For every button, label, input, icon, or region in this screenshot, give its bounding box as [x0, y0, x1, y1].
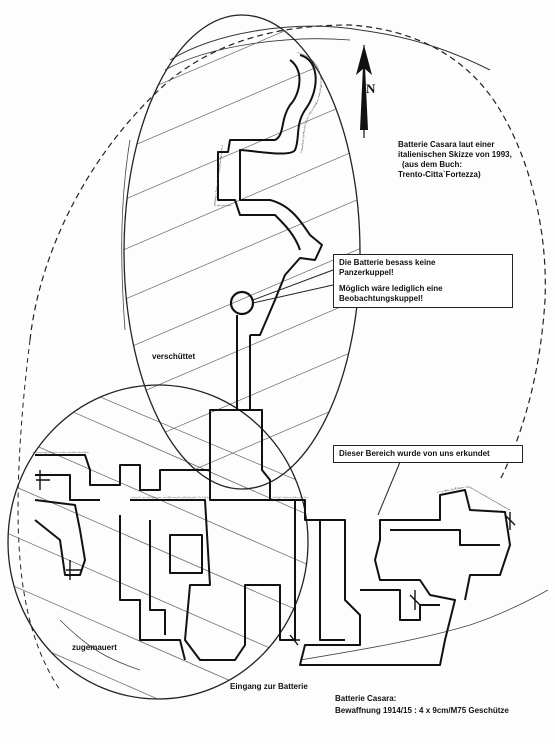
lower-left-passage: [119, 515, 186, 661]
title-note-line3: (aus dem Buch:: [402, 160, 463, 169]
inner-wall: [149, 520, 166, 635]
explored-room: [360, 589, 440, 621]
contour-line: [299, 589, 549, 661]
walled-area-ellipse: [7, 384, 309, 700]
walled-area-hatching: [8, 385, 308, 699]
callout-leaders: [252, 269, 401, 516]
lower-rooms: [130, 499, 296, 661]
terrain-boundary-left: [17, 339, 61, 691]
walled-up-label: zugemauert: [72, 643, 117, 652]
title-note-line4: Trento-Citta`Fortezza): [398, 170, 481, 179]
embrasure-marker: [286, 634, 300, 646]
storage-room: [169, 534, 203, 574]
central-chamber: [209, 409, 271, 501]
dome-callout-line4: Beobachtungskuppel!: [339, 294, 424, 303]
caption-line1: Batterie Casara:: [335, 694, 397, 703]
dome-callout-leader: [252, 269, 334, 301]
caption-line2: Bewaffnung 1914/15 : 4 x 9cm/M75 Geschüt…: [335, 706, 509, 715]
dome-callout-leader: [252, 284, 334, 304]
title-note-line2: italienischen Skizze von 1993,: [398, 150, 512, 159]
left-gallery: [35, 454, 210, 501]
north-label: N: [366, 81, 376, 96]
buried-label: verschüttet: [152, 352, 196, 361]
upper-tunnel-inner: [217, 59, 301, 251]
contour-line: [59, 619, 141, 671]
embrasure-marker: [66, 560, 82, 580]
terrain-boundary-line: [29, 24, 546, 481]
buried-area-ellipse: [123, 14, 361, 490]
embrasure-marker: [504, 512, 516, 530]
contour-line: [164, 38, 351, 71]
entrance-label: Eingang zur Batterie: [230, 682, 308, 691]
north-arrow-icon: [356, 45, 372, 138]
explored-callout: Dieser Bereich wurde von uns erkundet: [333, 445, 523, 463]
contour-line: [169, 25, 491, 71]
title-note: Batterie Casara laut einer italienischen…: [398, 140, 512, 180]
dome-callout-line1: Die Batterie besass keine: [339, 258, 436, 267]
embrasure-marker: [36, 470, 50, 490]
embrasure-marker: [409, 590, 421, 610]
dome-callout: Die Batterie besass keine Panzerkuppel! …: [333, 254, 513, 308]
explored-inner: [319, 520, 500, 641]
explored-callout-leader: [377, 461, 401, 516]
tunnel-system: [34, 54, 511, 666]
embrasure-markers: [36, 470, 516, 646]
main-shaft: [236, 315, 251, 410]
edge-shading: [32, 51, 511, 511]
contour-line: [121, 139, 131, 331]
title-note-line1: Batterie Casara laut einer: [398, 140, 495, 149]
upper-tunnel: [239, 54, 323, 336]
dome-callout-line2: Panzerkuppel!: [339, 268, 394, 277]
left-wing: [34, 499, 86, 576]
observation-dome: [229, 290, 255, 316]
dome-callout-line3: Möglich wäre lediglich eine: [339, 284, 443, 293]
battery-caption: Batterie Casara: Bewaffnung 1914/15 : 4 …: [335, 693, 509, 717]
explored-section: [275, 489, 511, 666]
